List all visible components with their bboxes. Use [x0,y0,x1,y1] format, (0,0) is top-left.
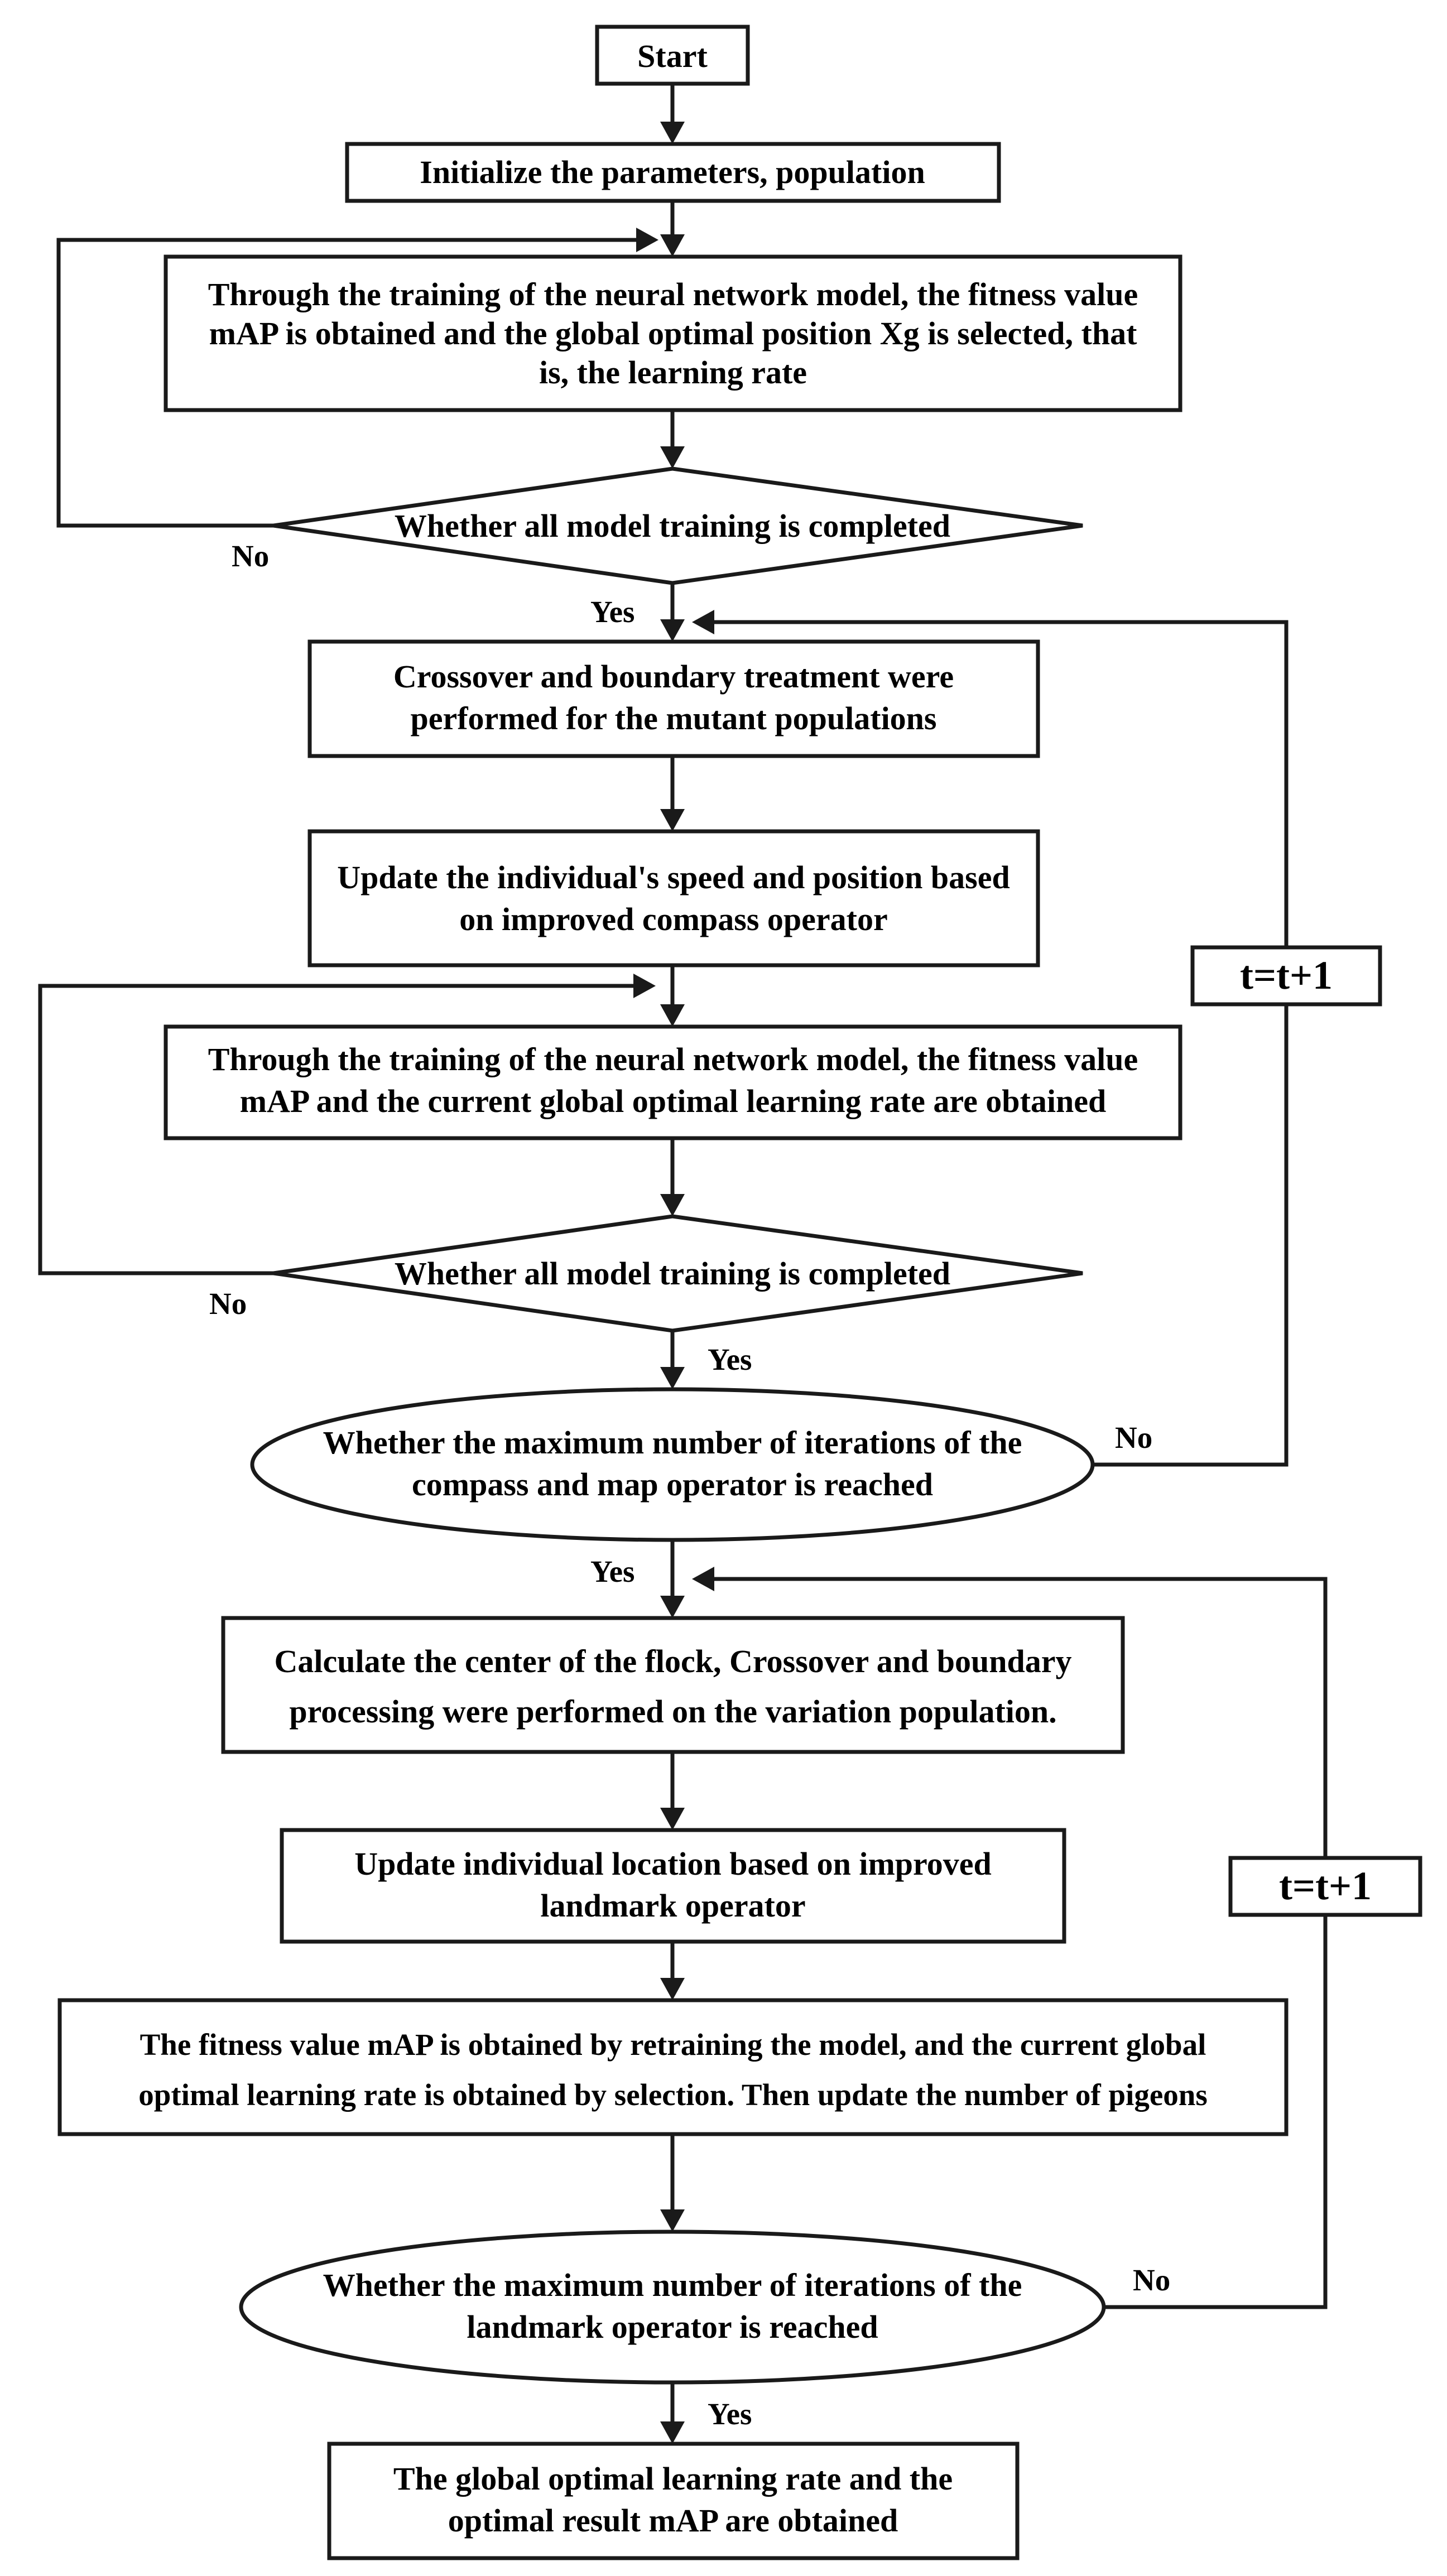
end-line-2: optimal result mAP are obtained [448,2502,898,2539]
arrowhead [660,2421,685,2444]
train1-node: Through the training of the neural netwo… [164,254,1182,412]
arrowhead [636,228,658,252]
decision2-label: Whether all model training is completed [395,1255,950,1292]
edge-labels: No Yes No Yes No Yes No Yes [209,539,1170,2431]
arrowhead [660,122,685,144]
decision-compass-line-2: compass and map operator is reached [412,1466,933,1503]
train2-line-1: Through the training of the neural netwo… [208,1041,1138,1077]
decision1-node: Whether all model training is completed [273,466,1083,585]
flock-center-node: Calculate the center of the flock, Cross… [221,1616,1125,1754]
retrain-line-2: optimal learning rate is obtained by sel… [138,2078,1207,2112]
end-line-1: The global optimal learning rate and the [393,2461,953,2497]
counter2-label: t=t+1 [1279,1864,1372,1908]
flock-center-line-2: processing were performed on the variati… [289,1693,1056,1730]
edge-loop-decision1-no [56,238,642,528]
connectors [38,84,1328,2444]
decision2-node: Whether all model training is completed [273,1214,1083,1333]
label-no-1: No [232,539,269,573]
arrowhead [633,974,656,998]
label-yes-1: Yes [590,595,634,629]
edge-loop-landmark-no [709,1577,1328,2309]
decision-landmark-line-1: Whether the maximum number of iterations… [323,2267,1022,2303]
arrowhead [660,619,685,642]
arrowhead [660,1808,685,1830]
flock-center-line-1: Calculate the center of the flock, Cross… [275,1643,1072,1679]
label-no-4: No [1133,2263,1170,2297]
train1-line-1: Through the training of the neural netwo… [208,276,1138,312]
train2-node: Through the training of the neural netwo… [164,1024,1182,1140]
counter2-node: t=t+1 [1228,1856,1422,1917]
label-no-2: No [209,1287,247,1321]
init-node: Initialize the parameters, population [345,142,1001,203]
train2-line-2: mAP and the current global optimal learn… [240,1083,1107,1119]
decision-landmark-node: Whether the maximum number of iterations… [239,2230,1106,2385]
retrain-line-1: The fitness value mAP is obtained by ret… [140,2028,1206,2062]
update-compass-node: Update the individual's speed and positi… [307,829,1040,967]
counter1-node: t=t+1 [1190,945,1382,1007]
arrowhead [692,610,714,634]
arrowhead [660,446,685,469]
start-label: Start [637,38,708,74]
train1-line-3: is, the learning rate [539,354,807,391]
crossover-line-1: Crossover and boundary treatment were [393,658,954,695]
arrowhead [692,1567,714,1591]
update-landmark-node: Update individual location based on impr… [280,1828,1066,1944]
edge-loop-decision2-no [38,984,636,1275]
update-landmark-line-2: landmark operator [540,1888,805,1924]
edge-loop-compass-no [709,620,1289,1467]
decision-compass-line-1: Whether the maximum number of iterations… [323,1424,1022,1461]
update-compass-line-2: on improved compass operator [459,901,887,937]
arrowhead [660,1367,685,1389]
label-no-3: No [1115,1421,1152,1455]
init-label: Initialize the parameters, population [420,154,925,190]
decision1-label: Whether all model training is completed [395,508,950,544]
update-landmark-line-1: Update individual location based on impr… [354,1846,991,1882]
train1-line-2: mAP is obtained and the global optimal p… [209,315,1137,352]
update-compass-line-1: Update the individual's speed and positi… [337,859,1009,895]
retrain-node: The fitness value mAP is obtained by ret… [57,1998,1289,2136]
crossover-line-2: performed for the mutant populations [410,700,936,736]
crossover-node: Crossover and boundary treatment were pe… [307,639,1040,758]
start-node: Start [595,25,750,86]
arrowhead [660,1596,685,1618]
arrowhead [660,1194,685,1216]
decision-landmark-line-2: landmark operator is reached [467,2309,878,2345]
arrowhead [660,1978,685,2000]
arrowhead [660,234,685,257]
end-node: The global optimal learning rate and the… [327,2442,1020,2560]
decision-compass-node: Whether the maximum number of iterations… [250,1387,1095,1542]
label-yes-2: Yes [708,1342,752,1376]
label-yes-4: Yes [708,2397,752,2431]
counter1-label: t=t+1 [1240,953,1333,998]
arrowhead [660,2209,685,2232]
arrowhead [660,809,685,831]
arrowhead [660,1004,685,1027]
label-yes-3: Yes [590,1554,634,1588]
